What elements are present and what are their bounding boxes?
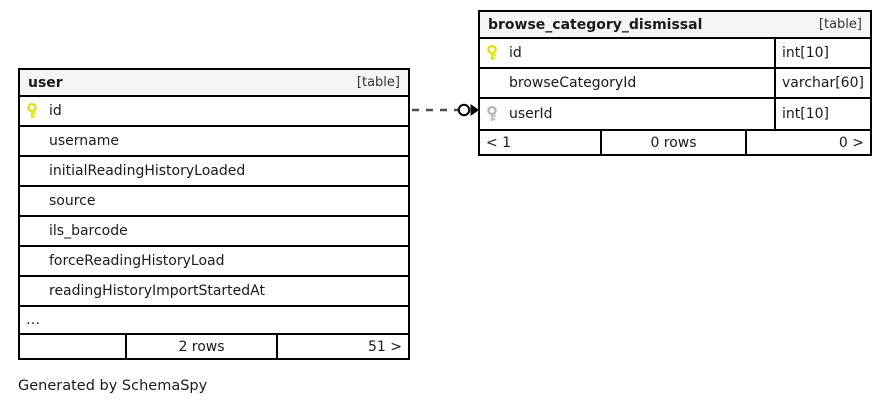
table-browse-category-dismissal-type-tag: [table] — [818, 17, 862, 32]
table-user-footer: 2 rows 51 > — [20, 333, 408, 358]
column-cell: forceReadingHistoryLoad — [20, 247, 408, 275]
column-cell: source — [20, 187, 408, 215]
table-user-header: user [table] — [20, 70, 408, 97]
column-name: ils_barcode — [49, 223, 128, 239]
more-columns-ellipsis: … — [26, 312, 40, 328]
column-name: userId — [509, 106, 553, 122]
table-browse-category-dismissal[interactable]: browse_category_dismissal [table] id int… — [478, 10, 872, 156]
primary-key-icon — [486, 44, 503, 62]
column-type: int[10] — [774, 99, 870, 129]
table-row[interactable]: ils_barcode — [20, 217, 408, 247]
table-browse-category-dismissal-title: browse_category_dismissal — [488, 16, 703, 33]
column-name: initialReadingHistoryLoaded — [49, 163, 246, 179]
column-cell: initialReadingHistoryLoaded — [20, 157, 408, 185]
column-cell: id — [20, 97, 408, 125]
table-user-title: user — [28, 74, 63, 91]
column-cell: readingHistoryImportStartedAt — [20, 277, 408, 305]
column-name: username — [49, 133, 119, 149]
table-row[interactable]: forceReadingHistoryLoad — [20, 247, 408, 277]
column-name: id — [509, 45, 522, 61]
table-browse-category-dismissal-footer: < 1 0 rows 0 > — [480, 129, 870, 154]
column-name: id — [49, 103, 62, 119]
column-cell: … — [20, 307, 408, 333]
footer-parent-count[interactable]: < 1 — [486, 134, 512, 151]
table-user-type-tag: [table] — [356, 75, 400, 90]
column-name: source — [49, 193, 96, 209]
column-cell: userId — [480, 99, 774, 129]
column-name: forceReadingHistoryLoad — [49, 253, 225, 269]
column-cell: ils_barcode — [20, 217, 408, 245]
footer-row-count: 0 rows — [600, 131, 745, 154]
table-row[interactable]: initialReadingHistoryLoaded — [20, 157, 408, 187]
table-browse-category-dismissal-header: browse_category_dismissal [table] — [480, 12, 870, 39]
table-row[interactable]: browseCategoryId varchar[60] — [480, 69, 870, 99]
column-cell: id — [480, 39, 774, 67]
table-browse-category-dismissal-columns: id int[10] browseCategoryId varchar[60] — [480, 39, 870, 129]
table-row[interactable]: username — [20, 127, 408, 157]
column-cell: browseCategoryId — [480, 69, 774, 97]
column-cell: username — [20, 127, 408, 155]
column-type: varchar[60] — [774, 69, 870, 97]
table-row[interactable]: source — [20, 187, 408, 217]
table-user[interactable]: user [table] id username — [18, 68, 410, 360]
table-row[interactable]: id — [20, 97, 408, 127]
column-name: readingHistoryImportStartedAt — [49, 283, 265, 299]
table-row[interactable]: userId int[10] — [480, 99, 870, 129]
column-type: int[10] — [774, 39, 870, 67]
footer-child-count[interactable]: 51 > — [276, 335, 408, 358]
primary-key-icon — [26, 102, 43, 120]
column-name: browseCategoryId — [509, 75, 637, 91]
table-row[interactable]: readingHistoryImportStartedAt — [20, 277, 408, 307]
table-row-more[interactable]: … — [20, 307, 408, 333]
relationship-connector-user-to-browse-category-dismissal[interactable] — [412, 99, 480, 121]
foreign-key-icon — [486, 105, 503, 123]
footer-row-count: 2 rows — [125, 335, 276, 358]
footer-child-count[interactable]: 0 > — [745, 131, 870, 154]
table-user-columns: id username initialReadingHistoryLoaded … — [20, 97, 408, 333]
footer-parent-count[interactable] — [20, 335, 125, 358]
table-row[interactable]: id int[10] — [480, 39, 870, 69]
generated-by-credit: Generated by SchemaSpy — [18, 378, 208, 394]
